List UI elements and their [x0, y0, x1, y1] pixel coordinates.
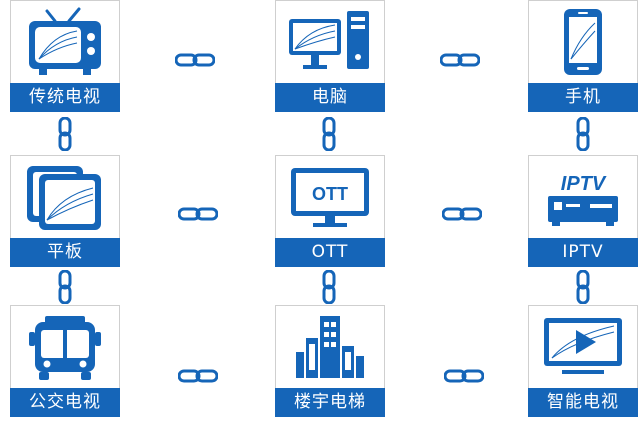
- device-card-building-elevator: 楼宇电梯: [275, 305, 385, 417]
- chain-link-icon: [58, 270, 72, 304]
- device-label: 平板: [10, 238, 120, 267]
- device-label: 楼宇电梯: [275, 388, 385, 417]
- device-card-iptv: IPTV IPTV: [528, 155, 638, 267]
- device-card-smart-tv: 智能电视: [528, 305, 638, 417]
- mobile-phone-icon: [529, 1, 637, 83]
- device-label: OTT: [275, 238, 385, 267]
- chain-link-icon: [440, 53, 480, 67]
- device-card-mobile: 手机: [528, 0, 638, 112]
- chain-link-icon: [178, 207, 218, 221]
- device-label: 电脑: [275, 83, 385, 112]
- device-card-traditional-tv: 传统电视: [10, 0, 120, 112]
- tv-icon: [11, 1, 119, 83]
- chain-link-icon: [442, 207, 482, 221]
- chain-link-icon: [178, 369, 218, 383]
- chain-link-icon: [444, 369, 484, 383]
- device-card-bus-tv: 公交电视: [10, 305, 120, 417]
- desktop-computer-icon: [276, 1, 384, 83]
- device-card-tablet: 平板: [10, 155, 120, 267]
- device-card-ott: OTT OTT: [275, 155, 385, 267]
- device-label: 公交电视: [10, 388, 120, 417]
- chain-link-icon: [576, 270, 590, 304]
- device-label: IPTV: [528, 238, 638, 267]
- device-card-computer: 电脑: [275, 0, 385, 112]
- ott-monitor-icon: OTT: [276, 156, 384, 238]
- device-label: 智能电视: [528, 388, 638, 417]
- ott-icon-text: OTT: [312, 184, 348, 204]
- device-label: 手机: [528, 83, 638, 112]
- chain-link-icon: [322, 117, 336, 151]
- iptv-settop-box-icon: IPTV: [529, 156, 637, 238]
- tablet-icon: [11, 156, 119, 238]
- chain-link-icon: [322, 270, 336, 304]
- device-label: 传统电视: [10, 83, 120, 112]
- chain-link-icon: [175, 53, 215, 67]
- bus-icon: [11, 306, 119, 388]
- chain-link-icon: [576, 117, 590, 151]
- iptv-icon-text: IPTV: [561, 173, 607, 195]
- chain-link-icon: [58, 117, 72, 151]
- building-icon: [276, 306, 384, 388]
- smart-tv-play-icon: [529, 306, 637, 388]
